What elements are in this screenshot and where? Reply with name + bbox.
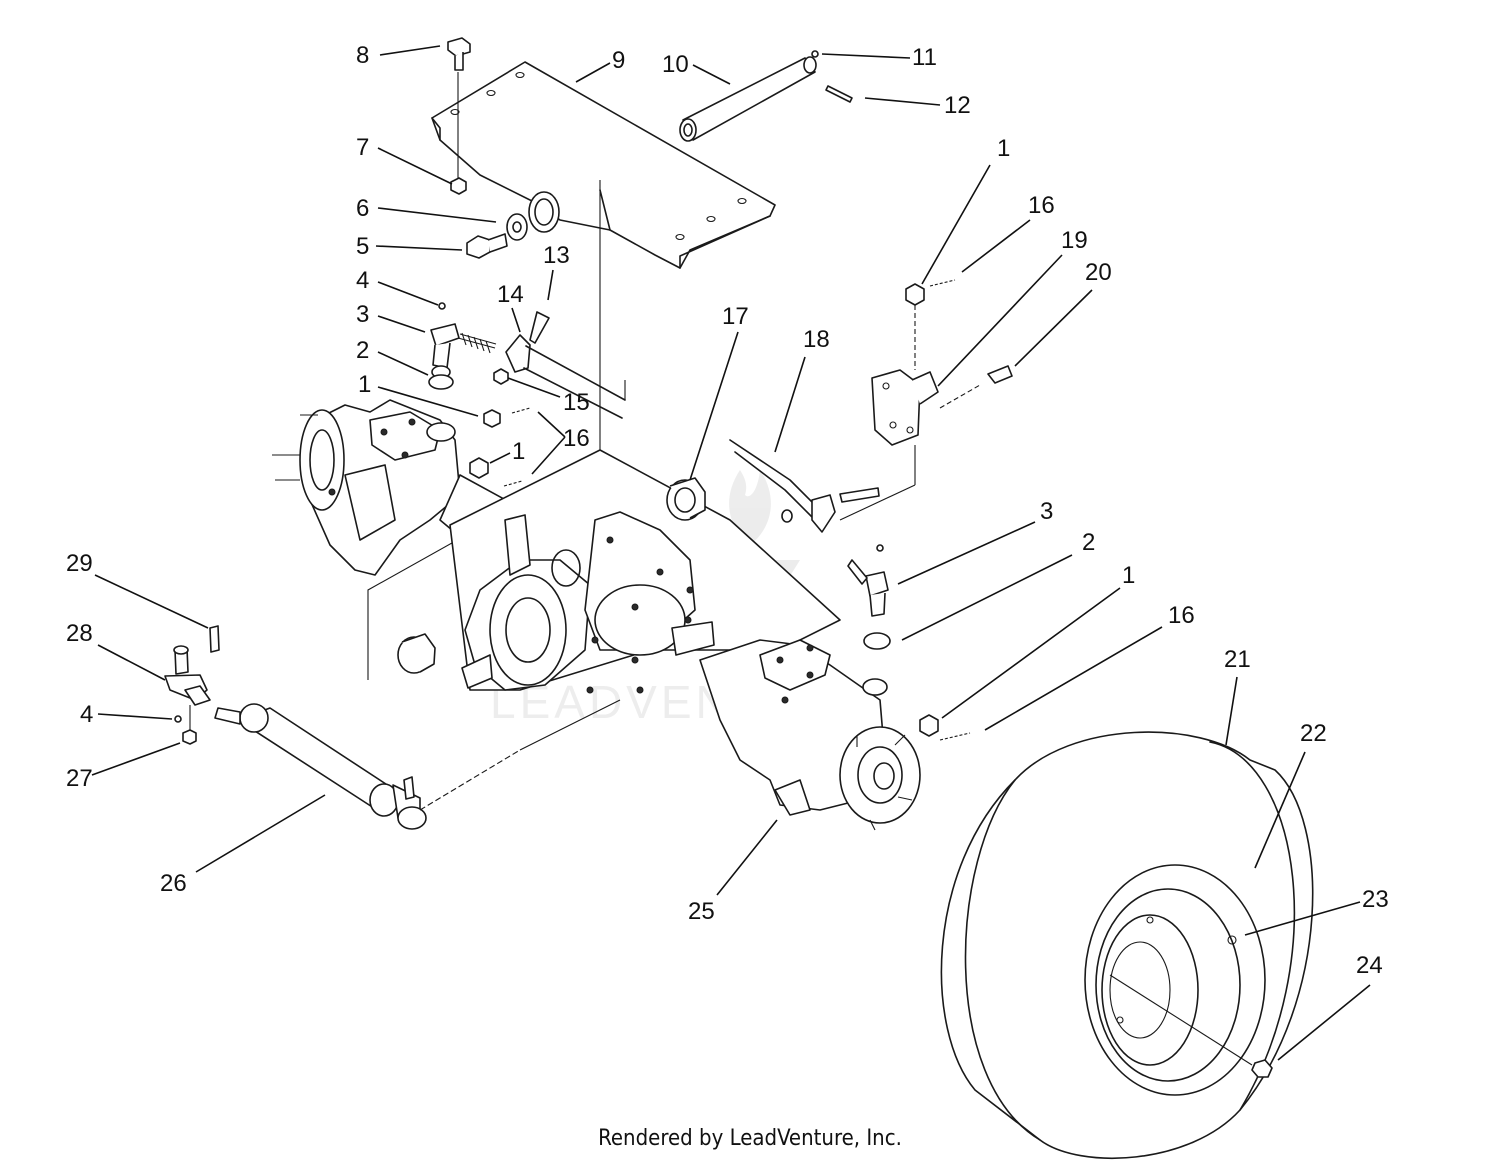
cotter-pin: [503, 480, 523, 487]
callout-4: 4: [356, 267, 369, 294]
castle-nut: [469, 457, 489, 479]
jam-nut: [493, 368, 509, 385]
callout-17: 17: [722, 303, 749, 330]
callout-7: 7: [356, 134, 369, 161]
callout-15: 15: [563, 389, 590, 416]
dust-boot: [428, 374, 454, 390]
callout-1: 1: [512, 438, 525, 465]
axle-mount-bracket: [431, 61, 776, 269]
axle-bushing: [666, 477, 706, 521]
callout-16: 16: [563, 425, 590, 452]
castle-nut: [919, 714, 939, 737]
castle-nut: [905, 283, 925, 306]
cotter-pin: [929, 279, 956, 287]
callout-6: 6: [356, 195, 369, 222]
callout-19: 19: [1061, 227, 1088, 254]
cotter-pin: [939, 732, 971, 741]
cotter-pin: [511, 407, 531, 414]
cap-screw: [209, 625, 220, 653]
callout-2: 2: [1082, 529, 1095, 556]
steering-arm-plate: [871, 369, 939, 446]
callout-3: 3: [356, 301, 369, 328]
render-credit: Rendered by LeadVenture, Inc.: [598, 1126, 902, 1151]
axle-assembly: [449, 449, 841, 694]
callout-9: 9: [612, 47, 625, 74]
washer: [506, 213, 528, 241]
lock-nut: [182, 729, 197, 745]
callout-16: 16: [1028, 192, 1055, 219]
callout-1: 1: [358, 371, 371, 398]
callout-21: 21: [1224, 646, 1251, 673]
callout-18: 18: [803, 326, 830, 353]
callout-2: 2: [356, 337, 369, 364]
dust-boot: [863, 632, 891, 650]
callout-14: 14: [497, 281, 524, 308]
leader-lines: [91, 45, 1371, 1061]
axle-bushing: [397, 633, 436, 674]
callout-1: 1: [1122, 562, 1135, 589]
callout-10: 10: [662, 51, 689, 78]
steering-arm: [505, 311, 626, 419]
steering-cylinder: [214, 703, 427, 830]
callout-23: 23: [1362, 886, 1389, 913]
cylinder-ball-joint: [164, 645, 211, 706]
grease-fitting: [811, 50, 819, 58]
callout-11: 11: [912, 44, 937, 71]
callout-5: 5: [356, 233, 369, 260]
grease-fitting: [438, 302, 446, 310]
wheel-nut: [1251, 1059, 1273, 1078]
tie-rod-end: [430, 323, 497, 379]
shoulder-bolt: [987, 365, 1013, 384]
wheel-assembly: [940, 731, 1314, 1159]
callout-28: 28: [66, 620, 93, 647]
drag-link: [729, 439, 880, 533]
callout-25: 25: [688, 898, 715, 925]
tie-rod-end: [847, 559, 889, 617]
roll-pin: [825, 85, 853, 103]
callout-12: 12: [944, 92, 971, 119]
callout-16: 16: [1168, 602, 1195, 629]
right-spindle-housing: [699, 639, 921, 831]
callout-24: 24: [1356, 952, 1383, 979]
callouts: 8 9 10 11 12 7 6 5 4 3 2 1 13 14 15 16 1…: [66, 42, 1389, 979]
callout-4: 4: [80, 701, 93, 728]
grease-fitting: [174, 715, 182, 723]
callout-27: 27: [66, 765, 93, 792]
callout-20: 20: [1085, 259, 1112, 286]
callout-8: 8: [356, 42, 369, 69]
callout-1: 1: [997, 135, 1010, 162]
callout-26: 26: [160, 870, 187, 897]
callout-29: 29: [66, 550, 93, 577]
grease-fitting: [876, 544, 884, 552]
callout-13: 13: [543, 242, 570, 269]
lock-nut: [450, 177, 467, 195]
pivot-pin: [679, 56, 817, 142]
shoulder-bolt: [466, 233, 508, 259]
callout-22: 22: [1300, 720, 1327, 747]
castle-nut: [483, 409, 501, 428]
hex-bolt: [447, 37, 471, 185]
callout-3: 3: [1040, 498, 1053, 525]
